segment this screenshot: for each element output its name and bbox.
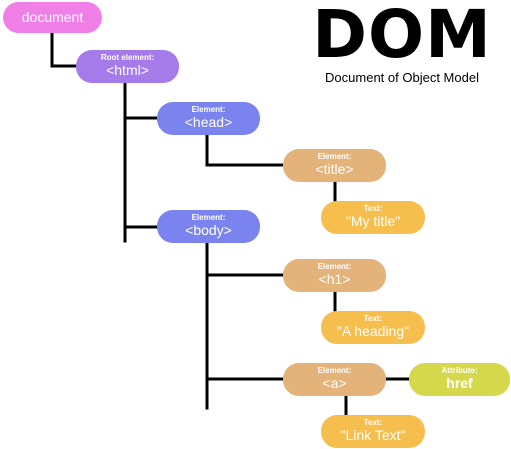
h1-text-node: Text: "A heading": [321, 311, 425, 344]
a-node: Element: <a>: [283, 363, 386, 396]
head-node-kind: Element:: [191, 105, 226, 115]
page-title: DOM: [312, 0, 492, 73]
h1-text-node-value: "A heading": [336, 323, 410, 340]
a-text-node: Text: "Link Text": [321, 415, 425, 448]
title-node: Element: <title>: [283, 149, 386, 182]
head-node-tag: <head>: [184, 114, 233, 131]
a-text-node-kind: Text:: [363, 418, 383, 428]
body-node-tag: <body>: [185, 222, 232, 239]
title-text-node: Text: "My title": [321, 201, 425, 234]
title-node-tag: <title>: [315, 161, 354, 178]
body-node: Element: <body>: [157, 210, 260, 243]
html-node-kind: Root element:: [100, 53, 155, 63]
body-node-kind: Element:: [191, 213, 226, 223]
html-node-tag: <html>: [106, 62, 149, 79]
h1-text-node-kind: Text:: [363, 314, 383, 324]
document-node: document: [3, 2, 102, 33]
a-text-node-value: "Link Text": [340, 427, 406, 444]
a-node-tag: <a>: [322, 375, 347, 392]
html-node: Root element: <html>: [76, 50, 179, 83]
title-node-kind: Element:: [317, 152, 352, 162]
page-subtitle: Document of Object Model: [325, 70, 479, 85]
href-attribute-node-name: href: [446, 375, 473, 392]
title-text-node-value: "My title": [345, 213, 401, 230]
connector-document-html: [50, 30, 78, 68]
h1-node-kind: Element:: [317, 262, 352, 272]
connector-head-title: [205, 132, 285, 167]
title-text-node-kind: Text:: [363, 204, 383, 214]
h1-node-tag: <h1>: [318, 271, 351, 288]
h1-node: Element: <h1>: [283, 259, 386, 292]
href-attribute-node-kind: Attribute:: [441, 366, 478, 376]
href-attribute-node: Attribute: href: [409, 363, 510, 396]
document-node-label: document: [21, 8, 84, 25]
head-node: Element: <head>: [157, 102, 260, 135]
a-node-kind: Element:: [317, 366, 352, 376]
